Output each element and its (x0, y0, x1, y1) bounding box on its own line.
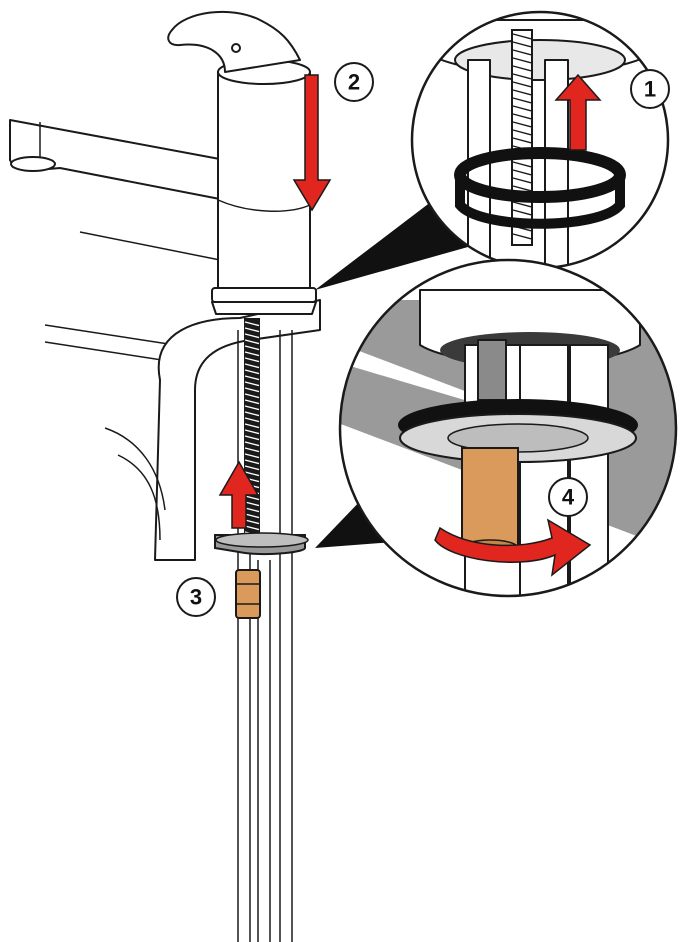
step-marker-2: 2 (334, 62, 374, 102)
arrow-up-step-3 (218, 460, 260, 529)
step-label-4: 4 (562, 485, 575, 510)
callout-pointer-1 (315, 195, 475, 290)
step-label-1: 1 (644, 77, 656, 102)
faucet-body (211, 59, 317, 315)
step-label-3: 3 (190, 585, 202, 610)
brass-nut (235, 569, 261, 619)
supply-hoses (237, 330, 293, 942)
detail-circle-1 (410, 10, 670, 270)
step-label-2: 2 (348, 70, 360, 95)
step-marker-1: 1 (630, 69, 670, 109)
faucet-spout (9, 119, 226, 201)
mounting-washer (214, 532, 309, 556)
arrow-down-step-2 (292, 74, 332, 212)
faucet-lever (167, 10, 301, 73)
detail-circle-4 (338, 258, 678, 598)
step-marker-4: 4 (548, 477, 588, 517)
sink-countertop (44, 231, 321, 561)
step-marker-3: 3 (176, 577, 216, 617)
